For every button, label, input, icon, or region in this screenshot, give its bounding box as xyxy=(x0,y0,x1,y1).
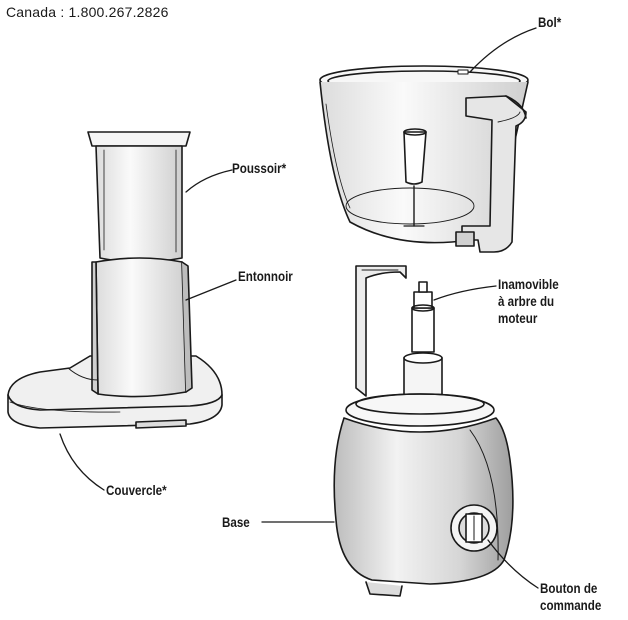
leader-couvercle xyxy=(59,433,105,491)
label-bol: Bol* xyxy=(538,15,562,30)
label-inamovible: Inamovible à arbre du moteur xyxy=(498,276,559,327)
leader-inamovible xyxy=(433,285,497,301)
label-bouton-line1: Bouton de xyxy=(540,581,598,596)
leader-bol xyxy=(469,27,537,73)
label-base: Base xyxy=(222,515,250,530)
pusher-illustration xyxy=(87,131,191,263)
label-entonnoir: Entonnoir xyxy=(238,269,293,284)
base-illustration xyxy=(333,265,514,597)
label-poussoir: Poussoir* xyxy=(232,161,287,176)
lid-illustration xyxy=(7,257,223,429)
leader-lines xyxy=(59,27,539,589)
label-inamovible-line3: moteur xyxy=(498,311,538,326)
label-inamovible-line2: à arbre du xyxy=(498,294,555,309)
support-phone-text: Canada : 1.800.267.2826 xyxy=(6,4,169,20)
bowl-illustration xyxy=(319,65,529,253)
leader-poussoir xyxy=(185,169,233,193)
leader-entonnoir xyxy=(185,279,237,301)
label-inamovible-line1: Inamovible xyxy=(498,277,559,292)
label-bouton: Bouton de commande xyxy=(540,580,601,614)
leader-bouton xyxy=(487,539,539,589)
label-couvercle: Couvercle* xyxy=(106,483,167,498)
label-bouton-line2: commande xyxy=(540,598,602,613)
